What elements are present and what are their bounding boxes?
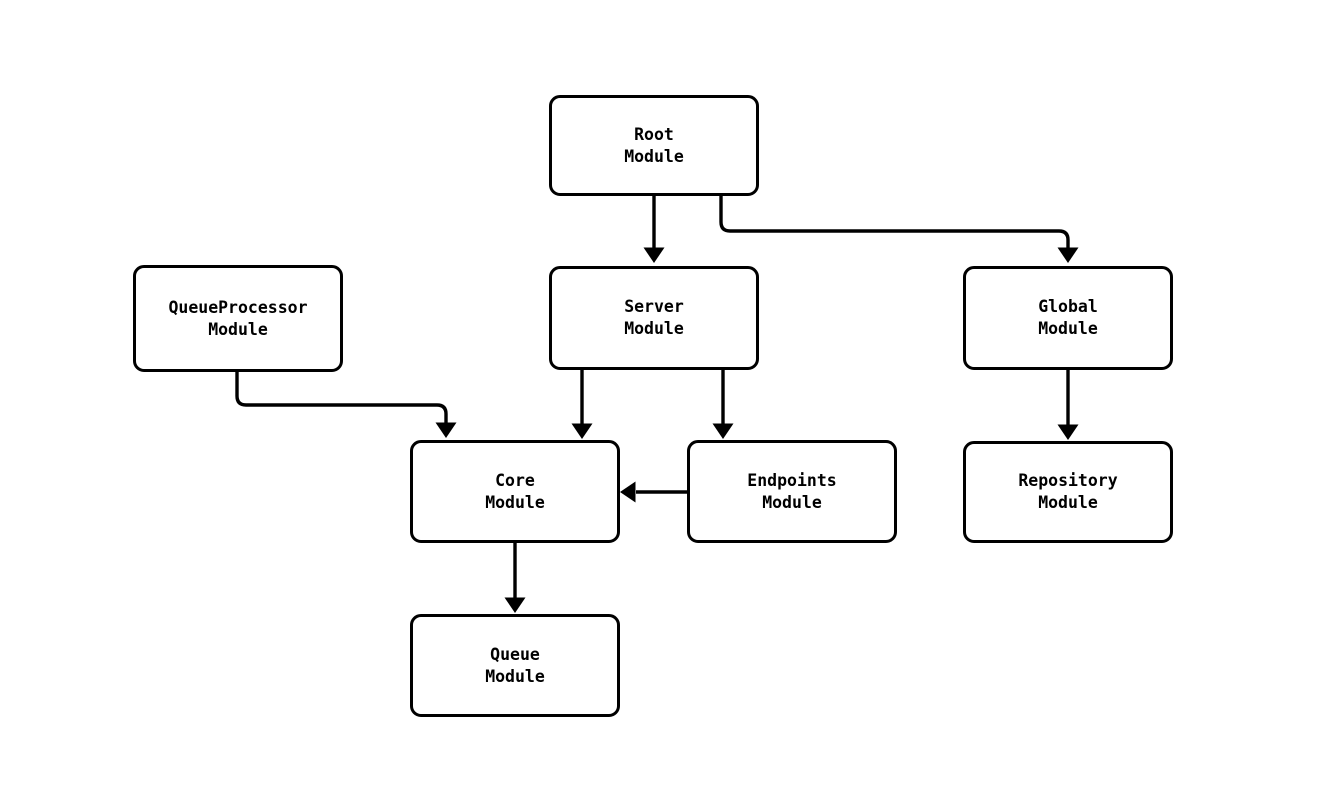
node-queue-module[interactable]: Queue Module bbox=[410, 614, 620, 717]
arrowhead-server-to-core bbox=[571, 423, 593, 439]
edge-queueprocessor-to-core bbox=[235, 372, 448, 423]
arrowhead-endpoints-to-core bbox=[620, 481, 636, 503]
node-core-module-label: Core bbox=[495, 470, 535, 490]
node-root-module-sublabel: Module bbox=[624, 146, 684, 166]
node-repository-module-label: Repository bbox=[1018, 471, 1118, 490]
node-core-module[interactable]: Core Module bbox=[410, 440, 620, 543]
arrowhead-root-to-global bbox=[1057, 247, 1079, 263]
node-server-module-label: Server bbox=[624, 297, 684, 316]
node-endpoints-module-label: Endpoints bbox=[747, 470, 837, 490]
arrowhead-core-to-queue bbox=[504, 597, 526, 613]
node-repository-module-sublabel: Module bbox=[1038, 493, 1098, 512]
arrowhead-server-to-endpoints bbox=[712, 423, 734, 439]
node-queueprocessor-module[interactable]: QueueProcessor Module bbox=[133, 265, 343, 372]
arrowhead-root-to-server bbox=[643, 247, 665, 263]
node-server-module-sublabel: Module bbox=[624, 319, 684, 338]
arrowhead-queueprocessor-to-core bbox=[435, 422, 457, 438]
edge-root-to-global bbox=[719, 196, 1070, 248]
node-global-module-label: Global bbox=[1038, 297, 1098, 316]
node-root-module-label: Root bbox=[634, 124, 674, 144]
node-queue-module-sublabel: Module bbox=[485, 666, 545, 686]
node-endpoints-module[interactable]: Endpoints Module bbox=[687, 440, 897, 543]
node-queueprocessor-module-sublabel: Module bbox=[208, 319, 268, 339]
node-global-module-sublabel: Module bbox=[1038, 319, 1098, 338]
node-repository-module[interactable]: Repository Module bbox=[963, 441, 1173, 543]
arrowhead-global-to-repository bbox=[1057, 424, 1079, 440]
node-queue-module-label: Queue bbox=[490, 644, 540, 664]
node-endpoints-module-sublabel: Module bbox=[762, 492, 822, 512]
node-root-module[interactable]: Root Module bbox=[549, 95, 759, 196]
node-core-module-sublabel: Module bbox=[485, 492, 545, 512]
node-server-module[interactable]: Server Module bbox=[549, 266, 759, 370]
node-queueprocessor-module-label: QueueProcessor bbox=[168, 297, 308, 317]
node-global-module[interactable]: Global Module bbox=[963, 266, 1173, 370]
